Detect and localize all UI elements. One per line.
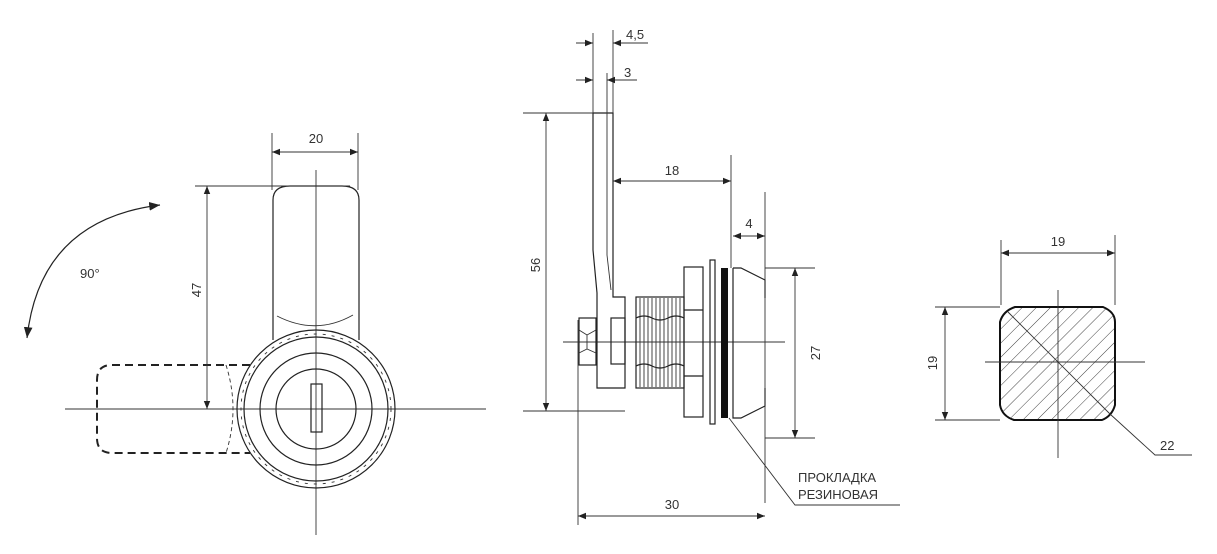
- cutout-view: 19 19 22: [925, 234, 1192, 458]
- rotation-angle: 90°: [80, 266, 100, 281]
- height-dimension: 47: [189, 283, 204, 297]
- plug-ring: [275, 368, 357, 450]
- gasket-leader: [728, 417, 900, 506]
- head-depth-dimension: 4: [745, 216, 752, 231]
- key-slot: [310, 383, 323, 433]
- lock-head: [732, 267, 766, 419]
- cylinder-ring: [259, 352, 373, 466]
- screw-nut: [578, 317, 597, 366]
- diagonal-leader: [1109, 413, 1192, 456]
- lever-bend-arc: [276, 314, 354, 327]
- head-diameter-dimension: 27: [808, 346, 823, 360]
- rotation-arrow: [23, 202, 161, 339]
- bezel-knurl: [240, 333, 392, 485]
- hex-nut: [683, 266, 704, 418]
- lever-thickness-dimension: 4,5: [626, 27, 644, 42]
- cam-washer: [610, 317, 626, 365]
- bezel-outer: [236, 329, 396, 489]
- rotated-lever-arc: [225, 364, 234, 454]
- bezel-inner: [243, 336, 389, 482]
- plate-thickness-dimension: 3: [624, 65, 631, 80]
- lever-profile: [592, 112, 626, 389]
- rotated-lever-dashed: [96, 364, 250, 454]
- lever-height-dimension: 56: [528, 258, 543, 272]
- cutout-shape: [999, 306, 1116, 421]
- total-length-dimension: 30: [665, 497, 679, 512]
- gasket-label-line2: РЕЗИНОВАЯ: [798, 487, 878, 502]
- cutout-height-dimension: 19: [925, 356, 940, 370]
- width-dimension: 20: [309, 131, 323, 146]
- cutout-width-dimension: 19: [1051, 234, 1065, 249]
- lever-offset-dimension: 18: [665, 163, 679, 178]
- rubber-gasket: [721, 268, 728, 418]
- cutout-diagonal-dimension: 22: [1160, 438, 1174, 453]
- washer: [709, 259, 716, 425]
- front-view: 20 47 90°: [23, 131, 486, 535]
- side-view: 4,5 3 18 4 56 27 30 ПРОКЛАДКА РЕЗИНОВАЯ: [523, 27, 900, 525]
- gasket-label-line1: ПРОКЛАДКА: [798, 470, 876, 485]
